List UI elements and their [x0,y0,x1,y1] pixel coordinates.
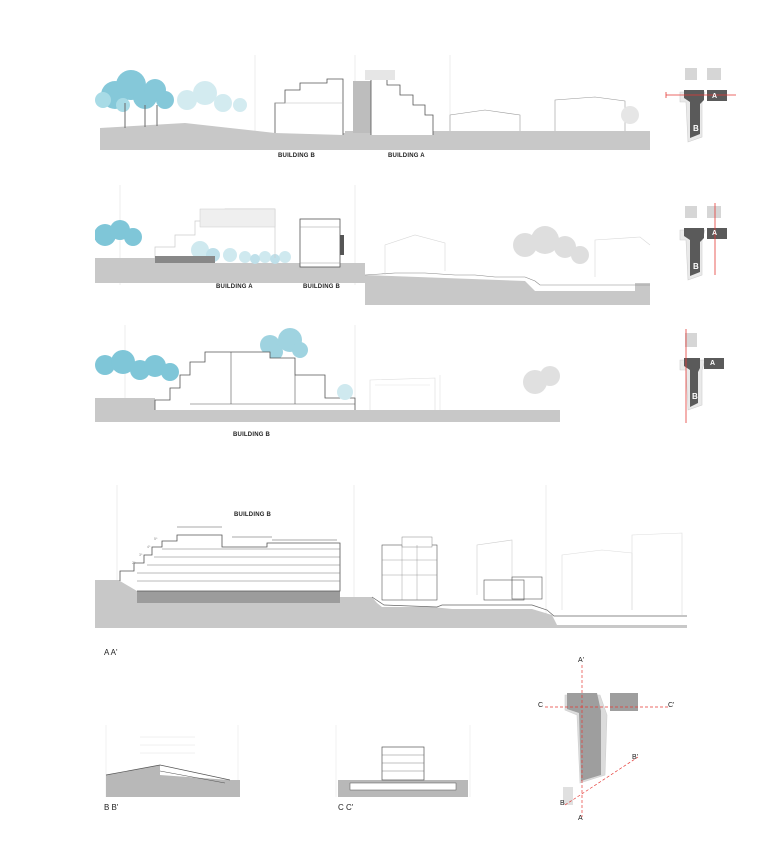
elevation-1-drawing [95,55,650,150]
section-cc-drawing [335,725,471,797]
label-building-a: BUILDING A [388,153,425,159]
building-b-outline [154,351,356,410]
section-line-bb [564,756,639,806]
key-label-b: B [693,262,699,271]
label-building-b: BUILDING B [278,153,315,159]
section-cc-caption: C C' [338,803,354,812]
key-plan-2 [679,203,727,281]
marker-c-left: C [538,702,544,709]
building-b-section [119,534,341,592]
key-plan-3 [679,329,724,423]
marker-a-bottom: A [578,815,583,822]
site-plan-section-key [545,665,670,817]
marker-b-right: B' [632,754,639,761]
marker-a-top: A' [578,657,585,664]
building-a-outline [370,76,434,135]
svg-text:2º: 2º [132,561,136,565]
building-b-outline [274,78,344,135]
elevation-3-drawing [95,325,560,422]
building-b-footprint [684,90,704,138]
svg-text:3º: 3º [139,553,143,557]
label-building-b: BUILDING B [233,432,270,438]
label-building-b: BUILDING B [234,512,271,518]
elevation-2-drawing [95,185,651,305]
key-label-a: A [712,93,718,100]
key-label-b: B [692,392,698,401]
building-b-plan [567,693,601,781]
section-bb-drawing [105,725,240,797]
building-a-plan [610,693,638,711]
key-label-a: A [710,360,716,367]
svg-text:5º: 5º [154,537,158,541]
label-building-a: BUILDING A [216,284,253,290]
section-bb-caption: B B' [104,803,119,812]
tree-group [101,70,174,109]
key-label-a: A [712,230,718,237]
svg-text:4º: 4º [147,545,151,549]
marker-c-right: C' [668,702,675,709]
building-block [381,746,425,781]
building-a-footprint [707,90,727,101]
key-label-b: B [693,124,699,133]
label-building-b: BUILDING B [303,284,340,290]
key-plan-1 [665,68,736,143]
marker-b-left: B [560,800,565,807]
building-b-volume [299,218,341,268]
ground-mass [100,123,650,150]
section-aa-caption: A A' [104,648,118,657]
